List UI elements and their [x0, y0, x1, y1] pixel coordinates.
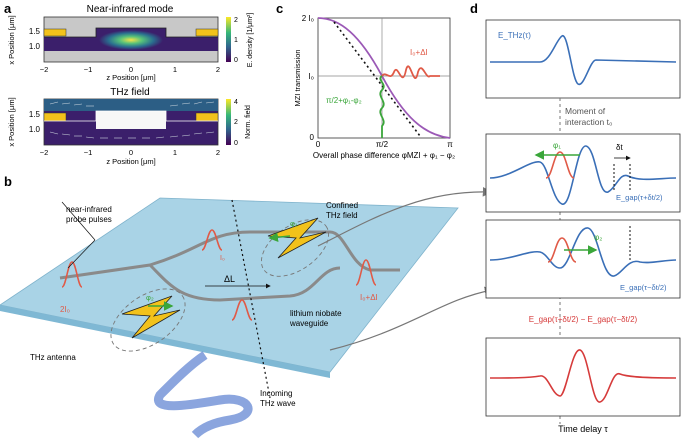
y-tick: 1.0: [29, 125, 41, 134]
colorbar-bottom: [226, 99, 231, 145]
mzi-plot: [317, 17, 451, 139]
time-delay-label: Time delay τ: [558, 424, 608, 434]
probe-label-2: probe pulses: [66, 215, 112, 224]
phi1-d-label: φ₁: [553, 141, 561, 150]
cbar-tick: 2: [234, 17, 238, 24]
waveguide-label-1: lithium niobate: [290, 309, 342, 318]
y-tick: 0: [310, 133, 315, 142]
x-tick: 1: [173, 65, 177, 74]
egap-plus-label: E_gap(τ+δt/2): [616, 193, 663, 202]
panel-d-label: d: [470, 1, 478, 16]
cbar-tick: 0: [234, 140, 238, 147]
difference-panel: [485, 337, 681, 417]
cbar-tick: 0: [234, 57, 238, 64]
phi2-label: φ₂: [146, 293, 154, 302]
input-label: π/2+φ₁-φ₂: [326, 96, 362, 105]
tangent-line: [333, 21, 421, 137]
antenna-top: [267, 217, 327, 259]
egap-minus-panel: [485, 219, 681, 299]
x-tick: −1: [84, 148, 93, 157]
x-tick: −1: [84, 65, 93, 74]
phi2-d-label: φ₂: [594, 233, 602, 242]
cbar-tick: 1: [234, 37, 238, 44]
y-axis-label: x Position [μm]: [7, 97, 16, 146]
colorbar-top: [226, 17, 231, 62]
x-tick: −2: [40, 148, 49, 157]
nir-mode-plot: [43, 16, 219, 63]
y-tick: 1.5: [29, 27, 41, 36]
x-tick: 2: [216, 65, 220, 74]
antenna-label: THz antenna: [30, 353, 76, 362]
thz-title: THz field: [110, 87, 149, 98]
output-signal: [381, 65, 440, 79]
delta-t-label: δt: [616, 143, 623, 152]
mzi-x-label: Overall phase difference φMZI + φ₁ − φ₂: [313, 151, 455, 160]
antenna-bottom: [121, 295, 181, 339]
connector-arrow-top: [317, 186, 493, 247]
mzi-y-label: MZI transmission: [293, 49, 302, 106]
e-thz-label: E_THz(τ): [498, 31, 531, 40]
input-signal: [379, 75, 385, 138]
x-tick: π/2: [376, 140, 389, 149]
x-axis-label: z Position [μm]: [106, 157, 155, 166]
connector-arrow-bottom: [329, 286, 495, 351]
egap-plus-panel: [485, 133, 681, 213]
y-tick: I₀: [308, 72, 314, 81]
cbar-top-label: E. density [1/μm²]: [247, 13, 254, 68]
egap-minus-label: E_gap(τ−δt/2): [620, 283, 667, 292]
output-intensity-label: I₀+ΔI: [360, 293, 378, 302]
cbar-bottom-label: Norm. field: [245, 105, 252, 139]
panel-c-label: c: [276, 1, 283, 16]
probe-label-1: near-infrared: [66, 205, 112, 214]
mid-intensity-label: I₀: [220, 255, 225, 262]
moment-label-1: Moment of: [565, 106, 606, 116]
x-tick: 0: [316, 140, 321, 149]
input-intensity-label: 2I₀: [60, 305, 70, 314]
confined-label-2: THz field: [326, 211, 358, 220]
incoming-label-1: Incoming: [260, 389, 292, 398]
x-tick: π: [447, 140, 453, 149]
cbar-tick: 2: [234, 119, 238, 126]
panel-b-label: b: [4, 174, 12, 189]
output-label: I₀+ΔI: [410, 48, 428, 57]
x-axis-label: z Position [μm]: [106, 73, 155, 82]
y-tick: 1.0: [29, 42, 41, 51]
thz-waveform-panel: [485, 19, 681, 99]
panel-a-label: a: [4, 1, 12, 16]
x-tick: 0: [129, 148, 133, 157]
y-tick: 2 I₀: [302, 14, 314, 23]
confined-label-1: Confined: [326, 201, 358, 210]
x-tick: −2: [40, 65, 49, 74]
nir-title: Near-infrared mode: [87, 4, 174, 15]
y-axis-label: x Position [μm]: [7, 15, 16, 64]
incoming-thz-wave: [153, 351, 253, 439]
phi1-label: φ₁: [290, 219, 298, 228]
incoming-label-2: THz wave: [260, 399, 296, 408]
x-tick: 0: [129, 65, 133, 74]
thz-field-plot: [43, 98, 219, 146]
difference-label: E_gap(τ+δt/2) − E_gap(τ−δt/2): [529, 315, 638, 324]
chip-diagram: [0, 197, 459, 439]
x-tick: 2: [216, 148, 220, 157]
waveguide-label-2: waveguide: [289, 319, 329, 328]
delta-l-label: ΔL: [224, 274, 235, 284]
x-tick: 1: [173, 148, 177, 157]
moment-label-2: interaction t₀: [565, 117, 613, 127]
y-tick: 1.5: [29, 110, 41, 119]
cbar-tick: 4: [234, 99, 238, 106]
